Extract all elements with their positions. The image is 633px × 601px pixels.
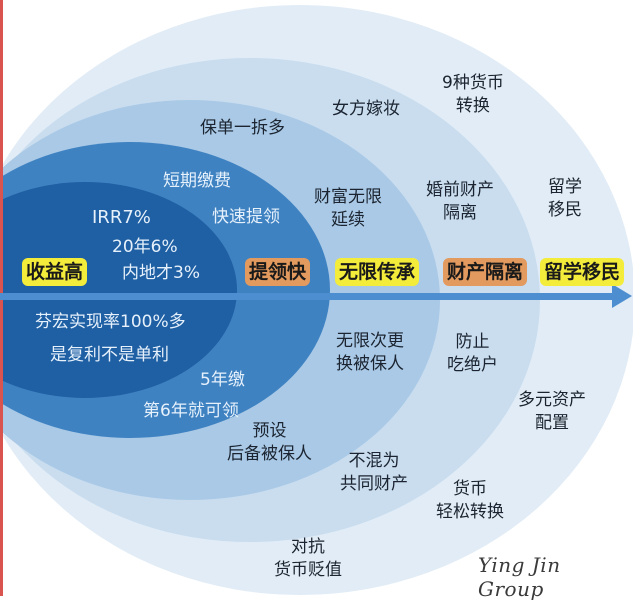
arrow-head-icon <box>612 284 632 308</box>
label-policy-split: 保单一拆多 <box>200 118 285 138</box>
label-easy-currency: 货币轻松转换 <box>436 479 504 522</box>
core <box>0 182 237 398</box>
label-hedge: 对抗货币贬值 <box>274 537 342 580</box>
label-6th-year: 第6年就可领 <box>143 401 239 421</box>
label-premarital: 婚前财产隔离 <box>426 180 494 223</box>
label-change-insured: 无限次更换被保人 <box>336 331 404 374</box>
label-irr: IRR7% <box>92 207 151 228</box>
tag-unlimited-inheritance: 无限传承 <box>335 258 420 286</box>
tag-asset-isolation: 财产隔离 <box>443 258 528 286</box>
label-study: 留学移民 <box>548 177 582 220</box>
label-compound: 是复利不是单利 <box>50 345 169 365</box>
label-20yr: 20年6% <box>112 237 178 257</box>
tag-study-immigration: 留学移民 <box>540 258 625 286</box>
label-prevent: 防止吃绝户 <box>447 332 498 375</box>
label-short-pay: 短期缴费 <box>163 171 231 191</box>
label-multi-asset: 多元资产配置 <box>518 390 586 433</box>
label-5yr-pay: 5年缴 <box>200 370 245 390</box>
label-dowry: 女方嫁妆 <box>332 99 400 119</box>
label-fulfillment: 芬宏实现率100%多 <box>35 312 186 332</box>
axis-line <box>0 293 622 300</box>
tag-high-return: 收益高 <box>22 258 88 286</box>
label-wealth-continue: 财富无限延续 <box>314 187 382 230</box>
label-preset-backup: 预设后备被保人 <box>227 421 312 464</box>
label-fast-withdraw: 快速提领 <box>212 207 280 227</box>
label-mainland: 内地才3% <box>122 263 200 283</box>
label-not-mixed: 不混为共同财产 <box>340 451 408 494</box>
brand-watermark: Ying Jin Group <box>478 553 561 601</box>
tag-fast-withdraw: 提领快 <box>245 258 311 286</box>
label-9-currencies: 9种货币转换 <box>442 73 504 116</box>
